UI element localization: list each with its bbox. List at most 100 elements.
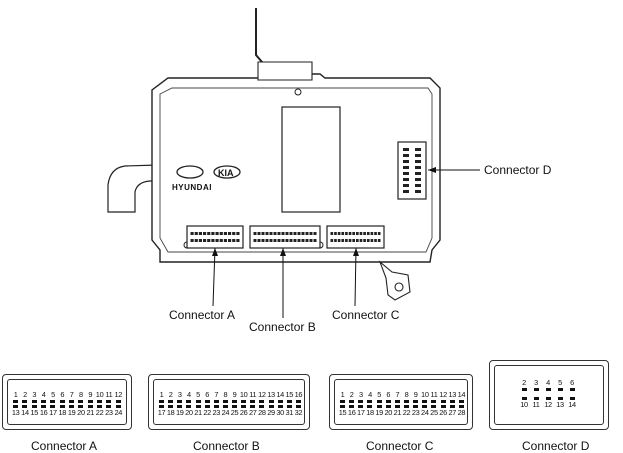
- pin-a-8: 8: [76, 391, 85, 403]
- pin-d-2: 2: [518, 379, 530, 391]
- connector-a-terminal: [198, 232, 202, 235]
- pin-slot: [533, 397, 539, 400]
- pin-slot: [268, 400, 274, 403]
- pin-c-20: 20: [384, 405, 393, 417]
- connector-c-terminal: [363, 239, 366, 242]
- pin-number: 6: [205, 390, 210, 399]
- pin-slot: [431, 400, 437, 403]
- connector-b-terminal: [313, 232, 317, 235]
- pin-a-24: 24: [114, 405, 123, 417]
- pin-b-24: 24: [221, 405, 230, 417]
- pin-number: 25: [430, 408, 438, 417]
- pin-number: 7: [214, 390, 219, 399]
- pin-c-9: 9: [411, 391, 420, 403]
- pin-number: 1: [13, 390, 18, 399]
- connector-c-terminal: [341, 239, 345, 242]
- logo-kia-text: KIA: [218, 168, 234, 178]
- pin-number: 19: [375, 408, 383, 417]
- pin-number: 27: [448, 408, 457, 417]
- pin-number: 12: [114, 390, 123, 399]
- pin-slot: [385, 405, 391, 408]
- pin-slot: [59, 400, 65, 403]
- pin-c-23: 23: [411, 405, 420, 417]
- connector-d-terminal: [403, 154, 409, 157]
- pin-b-1: 1: [157, 391, 166, 403]
- pin-number: 4: [41, 390, 46, 399]
- connector-a-terminal: [219, 239, 223, 242]
- connector-c-body: [326, 225, 385, 249]
- pin-number: 4: [187, 390, 191, 399]
- pin-slot: [232, 405, 238, 408]
- connector-d-inner: [494, 365, 604, 425]
- pin-b-28: 28: [257, 405, 266, 417]
- pin-b-20: 20: [184, 405, 193, 417]
- pin-slot: [22, 400, 28, 403]
- pin-number: 12: [544, 400, 552, 409]
- top-bracket: [257, 61, 313, 81]
- pin-number: 17: [157, 408, 166, 417]
- connector-a-terminal: [190, 239, 194, 242]
- pin-number: 8: [404, 390, 409, 399]
- connector-c-terminal: [337, 239, 341, 242]
- connector-a-terminal: [194, 232, 198, 235]
- pin-number: 32: [294, 408, 303, 417]
- connector-c-terminal: [334, 239, 337, 242]
- label-plate: [281, 106, 341, 213]
- pin-number: 14: [457, 390, 466, 399]
- pin-slot: [295, 405, 301, 408]
- pin-number: 20: [384, 408, 393, 417]
- pin-number: 26: [439, 408, 447, 417]
- callout-connector-b: Connector B: [249, 320, 316, 334]
- connector-b-inner: [153, 379, 305, 425]
- pin-number: 16: [294, 390, 303, 399]
- pin-slot: [277, 405, 283, 408]
- pin-b-23: 23: [212, 405, 221, 417]
- pin-number: 9: [88, 390, 93, 399]
- connector-d-terminal: [403, 148, 409, 151]
- pin-slot: [31, 405, 37, 408]
- connector-a-terminal: [207, 232, 211, 235]
- pin-slot: [50, 405, 56, 408]
- pin-b-4: 4: [184, 391, 193, 403]
- pin-c-22: 22: [402, 405, 411, 417]
- connector-c-terminal: [334, 232, 337, 235]
- pin-number: 11: [430, 390, 438, 399]
- connector-b-body: [249, 225, 321, 249]
- pin-b-12: 12: [257, 391, 266, 403]
- pin-number: 2: [349, 390, 354, 399]
- pin-d-12: 12: [542, 397, 554, 409]
- connector-c-terminal: [356, 239, 359, 242]
- pin-number: 21: [393, 408, 402, 417]
- pin-b-10: 10: [239, 391, 248, 403]
- pin-a-15: 15: [30, 405, 39, 417]
- pin-a-6: 6: [58, 391, 67, 403]
- pin-slot: [241, 400, 247, 403]
- pin-c-8: 8: [402, 391, 411, 403]
- ribbon-cable: [107, 164, 159, 213]
- connector-c-terminal: [363, 232, 366, 235]
- connector-a-inner: [7, 379, 127, 425]
- connector-b-terminal: [281, 239, 285, 242]
- connector-d-body: [397, 141, 427, 200]
- pin-number: 4: [546, 378, 550, 387]
- pin-slot: [250, 405, 256, 408]
- connector-b-terminal: [297, 232, 301, 235]
- pin-slot: [358, 405, 364, 408]
- pin-slot: [259, 405, 265, 408]
- pin-c-4: 4: [365, 391, 374, 403]
- pin-b-3: 3: [175, 391, 184, 403]
- pin-slot: [159, 400, 165, 403]
- pin-number: 13: [556, 400, 564, 409]
- pin-number: 10: [95, 390, 104, 399]
- pin-slot: [404, 400, 410, 403]
- connector-d-terminal: [403, 172, 409, 175]
- pin-b-11: 11: [248, 391, 257, 403]
- connector-b-terminal: [265, 239, 269, 242]
- connector-a-body: [186, 225, 244, 249]
- pin-number: 27: [249, 408, 257, 417]
- connector-c-terminal: [352, 232, 355, 235]
- pin-slot: [404, 405, 410, 408]
- pin-a-22: 22: [95, 405, 104, 417]
